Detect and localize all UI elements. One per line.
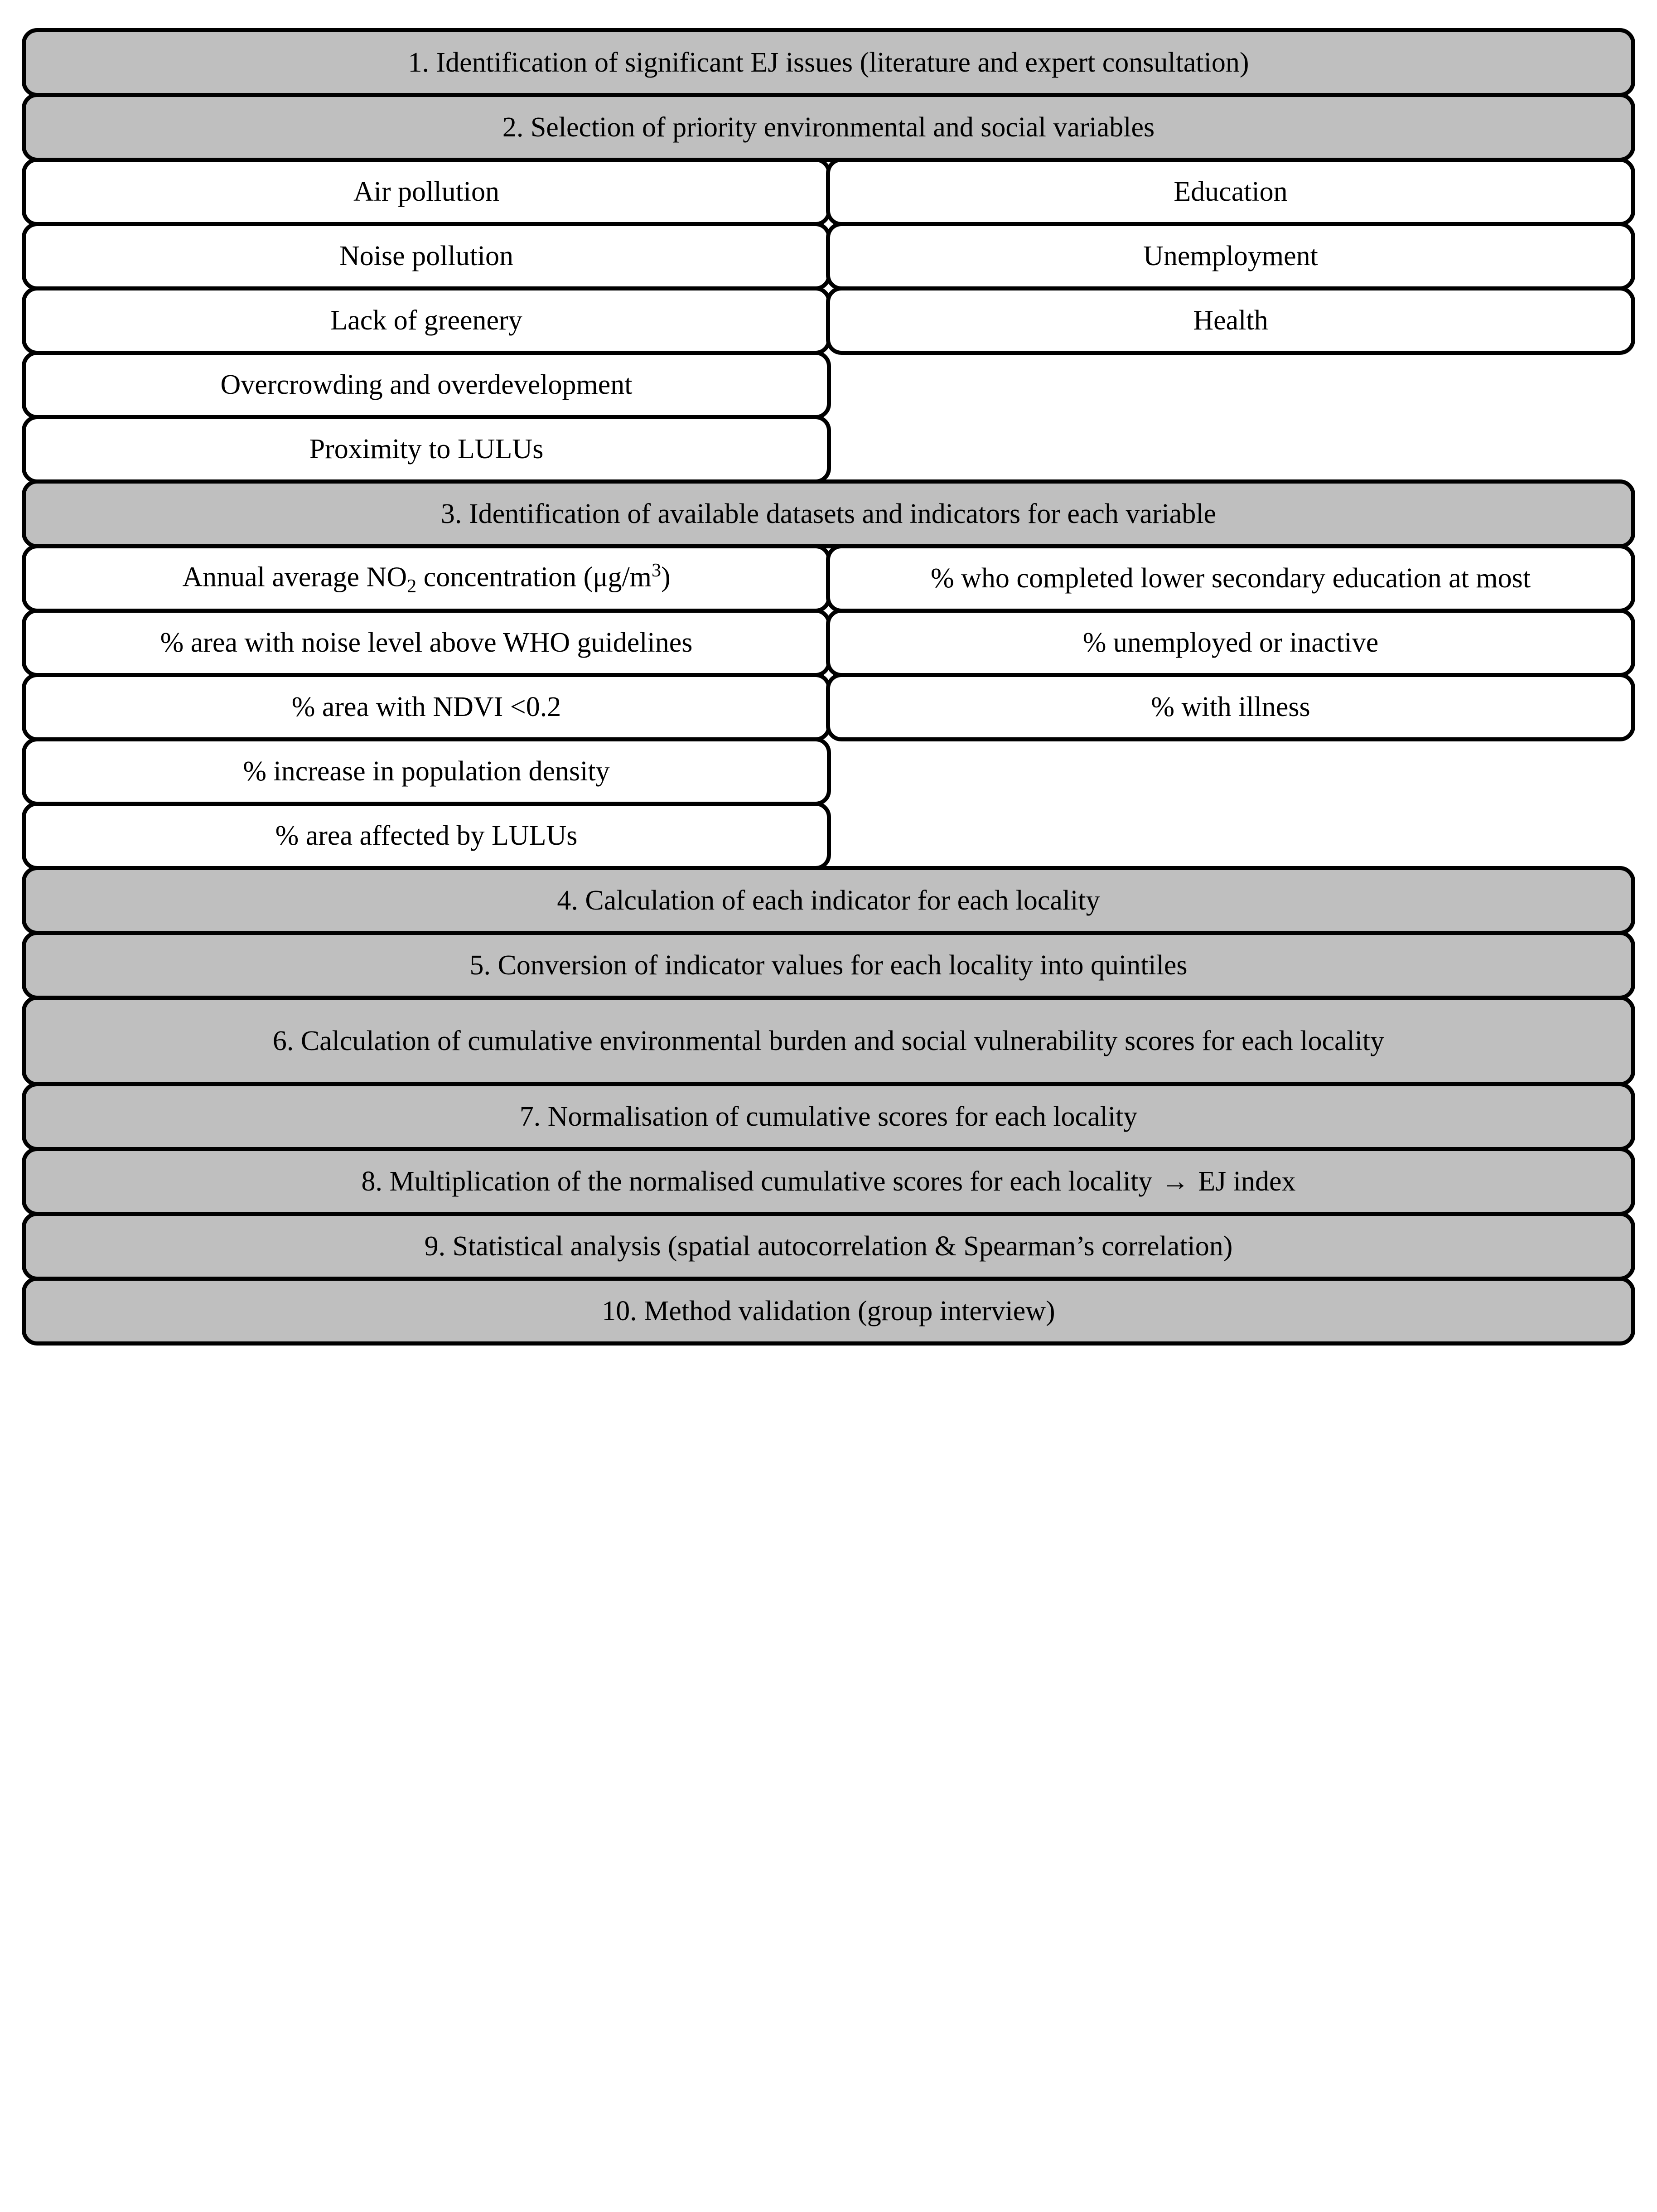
indicator-label: % increase in population density	[243, 756, 610, 787]
variable-label: Education	[1174, 176, 1288, 208]
variable-label: Overcrowding and overdevelopment	[220, 369, 633, 401]
process-step-8: 8. Multiplication of the normalised cumu…	[22, 1147, 1635, 1216]
variable-label: Proximity to LULUs	[309, 434, 544, 465]
step-8-text-after: EJ index	[1191, 1166, 1296, 1197]
step-9-label: 9. Statistical analysis (spatial autocor…	[424, 1230, 1233, 1262]
indicator-label: Annual average NO2 concentration (μg/m3)	[182, 560, 670, 597]
step-3-label: 3. Identification of available datasets …	[440, 498, 1217, 529]
variable-label: Lack of greenery	[330, 305, 522, 336]
variable-proximity-to-lulus: Proximity to LULUs	[22, 415, 831, 484]
social-variables-column: Education Unemployment Health	[826, 158, 1635, 484]
step-8-text-before: 8. Multiplication of the normalised cumu…	[361, 1166, 1159, 1197]
environmental-indicators-column: Annual average NO2 concentration (μg/m3)…	[22, 544, 831, 870]
indicator-lower-secondary-education: % who completed lower secondary educatio…	[826, 544, 1635, 613]
indicator-no2-concentration: Annual average NO2 concentration (μg/m3)	[22, 544, 831, 613]
variable-label: Unemployment	[1143, 241, 1318, 272]
no2-subscript: 2	[407, 576, 417, 597]
variable-label: Health	[1193, 305, 1268, 336]
variable-unemployment: Unemployment	[826, 222, 1635, 290]
no2-middle: concentration (μg/m	[416, 561, 652, 593]
process-step-9: 9. Statistical analysis (spatial autocor…	[22, 1212, 1635, 1281]
indicator-label: % area affected by LULUs	[275, 820, 578, 852]
indicator-noise-above-who: % area with noise level above WHO guidel…	[22, 609, 831, 677]
indicator-ndvi: % area with NDVI <0.2	[22, 673, 831, 741]
indicator-with-illness: % with illness	[826, 673, 1635, 741]
step-5-label: 5. Conversion of indicator values for ea…	[469, 949, 1188, 981]
indicator-area-affected-by-lulus: % area affected by LULUs	[22, 802, 831, 870]
indicator-label: % area with noise level above WHO guidel…	[160, 627, 693, 658]
indicator-label: % unemployed or inactive	[1082, 627, 1379, 658]
indicator-population-density-increase: % increase in population density	[22, 737, 831, 806]
variable-label: Air pollution	[353, 176, 500, 208]
process-step-4: 4. Calculation of each indicator for eac…	[22, 866, 1635, 935]
social-indicators-column: % who completed lower secondary educatio…	[826, 544, 1635, 870]
process-step-1: 1. Identification of significant EJ issu…	[22, 28, 1635, 97]
indicator-unemployed-or-inactive: % unemployed or inactive	[826, 609, 1635, 677]
indicator-label: % who completed lower secondary educatio…	[931, 563, 1531, 594]
step-4-label: 4. Calculation of each indicator for eac…	[557, 885, 1100, 916]
indicators-columns: Annual average NO2 concentration (μg/m3)…	[22, 544, 1635, 870]
process-step-2: 2. Selection of priority environmental a…	[22, 93, 1635, 162]
step-2-label: 2. Selection of priority environmental a…	[502, 111, 1155, 143]
variable-label: Noise pollution	[339, 241, 514, 272]
environmental-variables-column: Air pollution Noise pollution Lack of gr…	[22, 158, 831, 484]
step-8-label: 8. Multiplication of the normalised cumu…	[361, 1166, 1295, 1197]
variable-lack-of-greenery: Lack of greenery	[22, 286, 831, 355]
variable-health: Health	[826, 286, 1635, 355]
indicator-label: % with illness	[1151, 692, 1310, 723]
variable-noise-pollution: Noise pollution	[22, 222, 831, 290]
variable-education: Education	[826, 158, 1635, 226]
step-1-label: 1. Identification of significant EJ issu…	[408, 47, 1249, 78]
process-step-6: 6. Calculation of cumulative environment…	[22, 996, 1635, 1086]
process-step-3: 3. Identification of available datasets …	[22, 479, 1635, 548]
variable-overcrowding: Overcrowding and overdevelopment	[22, 351, 831, 419]
step-10-label: 10. Method validation (group interview)	[602, 1295, 1055, 1326]
variable-air-pollution: Air pollution	[22, 158, 831, 226]
no2-prefix: Annual average NO	[182, 561, 407, 593]
process-step-7: 7. Normalisation of cumulative scores fo…	[22, 1082, 1635, 1151]
process-step-5: 5. Conversion of indicator values for ea…	[22, 931, 1635, 1000]
no2-superscript: 3	[651, 560, 662, 581]
process-step-10: 10. Method validation (group interview)	[22, 1277, 1635, 1346]
step-7-label: 7. Normalisation of cumulative scores fo…	[519, 1101, 1138, 1132]
step-6-label: 6. Calculation of cumulative environment…	[272, 1025, 1385, 1056]
indicator-label: % area with NDVI <0.2	[291, 692, 561, 723]
variables-columns: Air pollution Noise pollution Lack of gr…	[22, 158, 1635, 484]
no2-suffix: )	[661, 561, 671, 593]
right-arrow-icon: →	[1161, 1166, 1189, 1197]
